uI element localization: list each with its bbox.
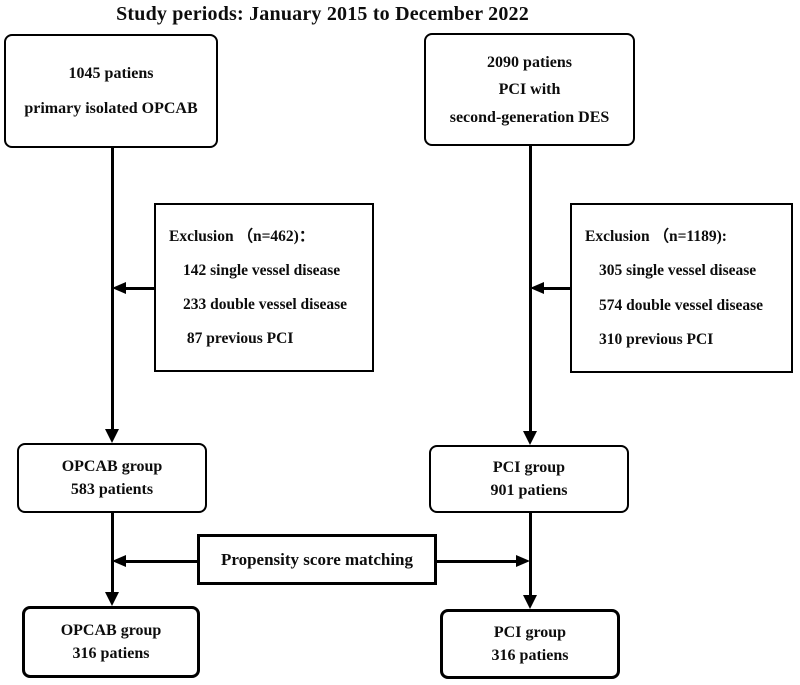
arrowhead-left-matching [112, 555, 126, 567]
box-pci-group-pre-match: PCI group 901 patiens [429, 445, 629, 513]
box-pci-group-post-match: PCI group 316 patiens [440, 609, 620, 679]
box-pci-exclusion: Exclusion （n=1189): 305 single vessel di… [570, 203, 793, 373]
box-pci-initial: 2090 patiens PCI with second-generation … [424, 33, 635, 146]
connector-matching-right [437, 559, 516, 563]
exclusion-item: 142 single vessel disease [183, 262, 341, 279]
arrowhead-right-matching [516, 555, 530, 567]
box-text-line: 583 patients [70, 481, 154, 499]
exclusion-item: 574 double vessel disease [599, 296, 764, 314]
arrowhead-down-pci-post [523, 595, 537, 609]
arrowhead-left-pci-exclusion [530, 282, 544, 294]
box-opcab-group-post-match: OPCAB group 316 patiens [22, 606, 200, 678]
box-text-line: 316 patiens [491, 647, 569, 664]
box-text-line: OPCAB group [60, 621, 162, 639]
box-text-line: PCI group [492, 459, 566, 476]
box-text-line: 316 patiens [72, 645, 150, 663]
exclusion-item: 305 single vessel disease [599, 262, 757, 280]
connector-pci-exclusion-horizontal [544, 286, 570, 290]
box-text-line: second-generation DES [449, 108, 610, 126]
connector-opcab-exclusion-horizontal [126, 286, 154, 290]
box-text-line: PCI with [498, 81, 561, 98]
exclusion-item: 87 previous PCI [183, 330, 294, 347]
box-opcab-exclusion: Exclusion （n=462)： 142 single vessel dis… [154, 203, 374, 372]
arrowhead-down-opcab-post [105, 592, 119, 606]
connector-matching-left [126, 559, 197, 563]
arrowhead-down-pci-pre [523, 431, 537, 445]
box-text-line: Propensity score matching [220, 550, 414, 569]
arrowhead-down-opcab-pre [105, 429, 119, 443]
exclusion-item: 310 previous PCI [599, 330, 714, 348]
box-text-line: primary isolated OPCAB [24, 100, 198, 118]
diagram-title: Study periods: January 2015 to December … [116, 3, 529, 25]
box-opcab-group-pre-match: OPCAB group 583 patients [17, 443, 207, 513]
exclusion-item: 233 double vessel disease [183, 296, 348, 313]
arrowhead-left-opcab-exclusion [112, 282, 126, 294]
box-opcab-initial: 1045 patiens primary isolated OPCAB [4, 34, 218, 148]
box-text-line: 2090 patiens [487, 53, 572, 71]
connector-opcab-vertical-bottom [110, 513, 114, 593]
box-propensity-score-matching: Propensity score matching [197, 534, 437, 585]
exclusion-header: Exclusion （n=1189): [585, 228, 727, 246]
box-text-line: 1045 patiens [68, 64, 154, 82]
box-text-line: OPCAB group [61, 457, 163, 475]
connector-pci-vertical-bottom [528, 513, 532, 596]
box-text-line: 901 patiens [490, 482, 568, 499]
exclusion-header: Exclusion （n=462)： [169, 228, 315, 245]
box-text-line: PCI group [493, 624, 567, 641]
